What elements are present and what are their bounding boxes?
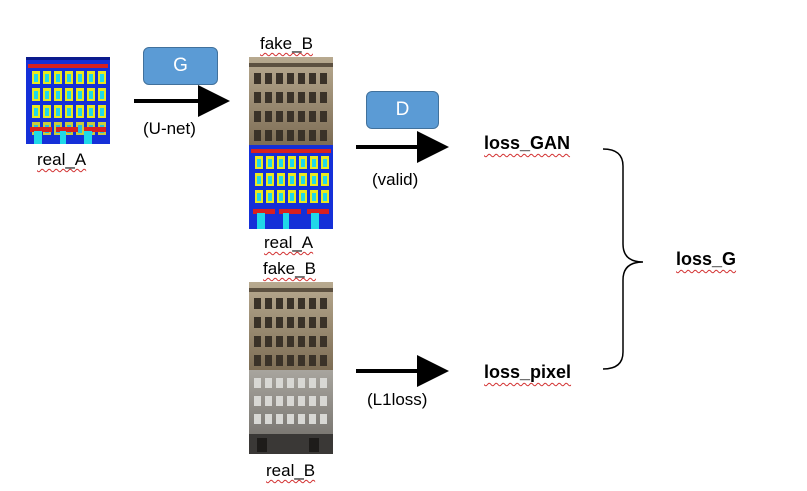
real-a-image-left [26,57,110,144]
fake-b-image-bottom [249,282,333,370]
fake-b-label-top: fake_B [260,34,313,53]
real-a-image-mid [249,145,333,229]
loss-g-label: loss_G [676,249,737,269]
generator-box: G [143,47,218,85]
discriminator-box: D [366,91,439,129]
real-a-label-left: real_A [37,150,87,169]
valid-label: (valid) [372,170,419,189]
loss-pixel-label: loss_pixel [484,362,572,382]
real-a-label-mid: real_A [264,233,314,252]
fake-b-image-top [249,57,333,145]
loss-brace [602,148,644,370]
fake-b-label-bottom: fake_B [263,259,316,278]
real-b-label: real_B [266,461,316,480]
real-b-image [249,370,333,454]
l1loss-label: (L1loss) [367,390,428,409]
loss-gan-label: loss_GAN [484,133,571,153]
unet-label: (U-net) [143,119,196,138]
